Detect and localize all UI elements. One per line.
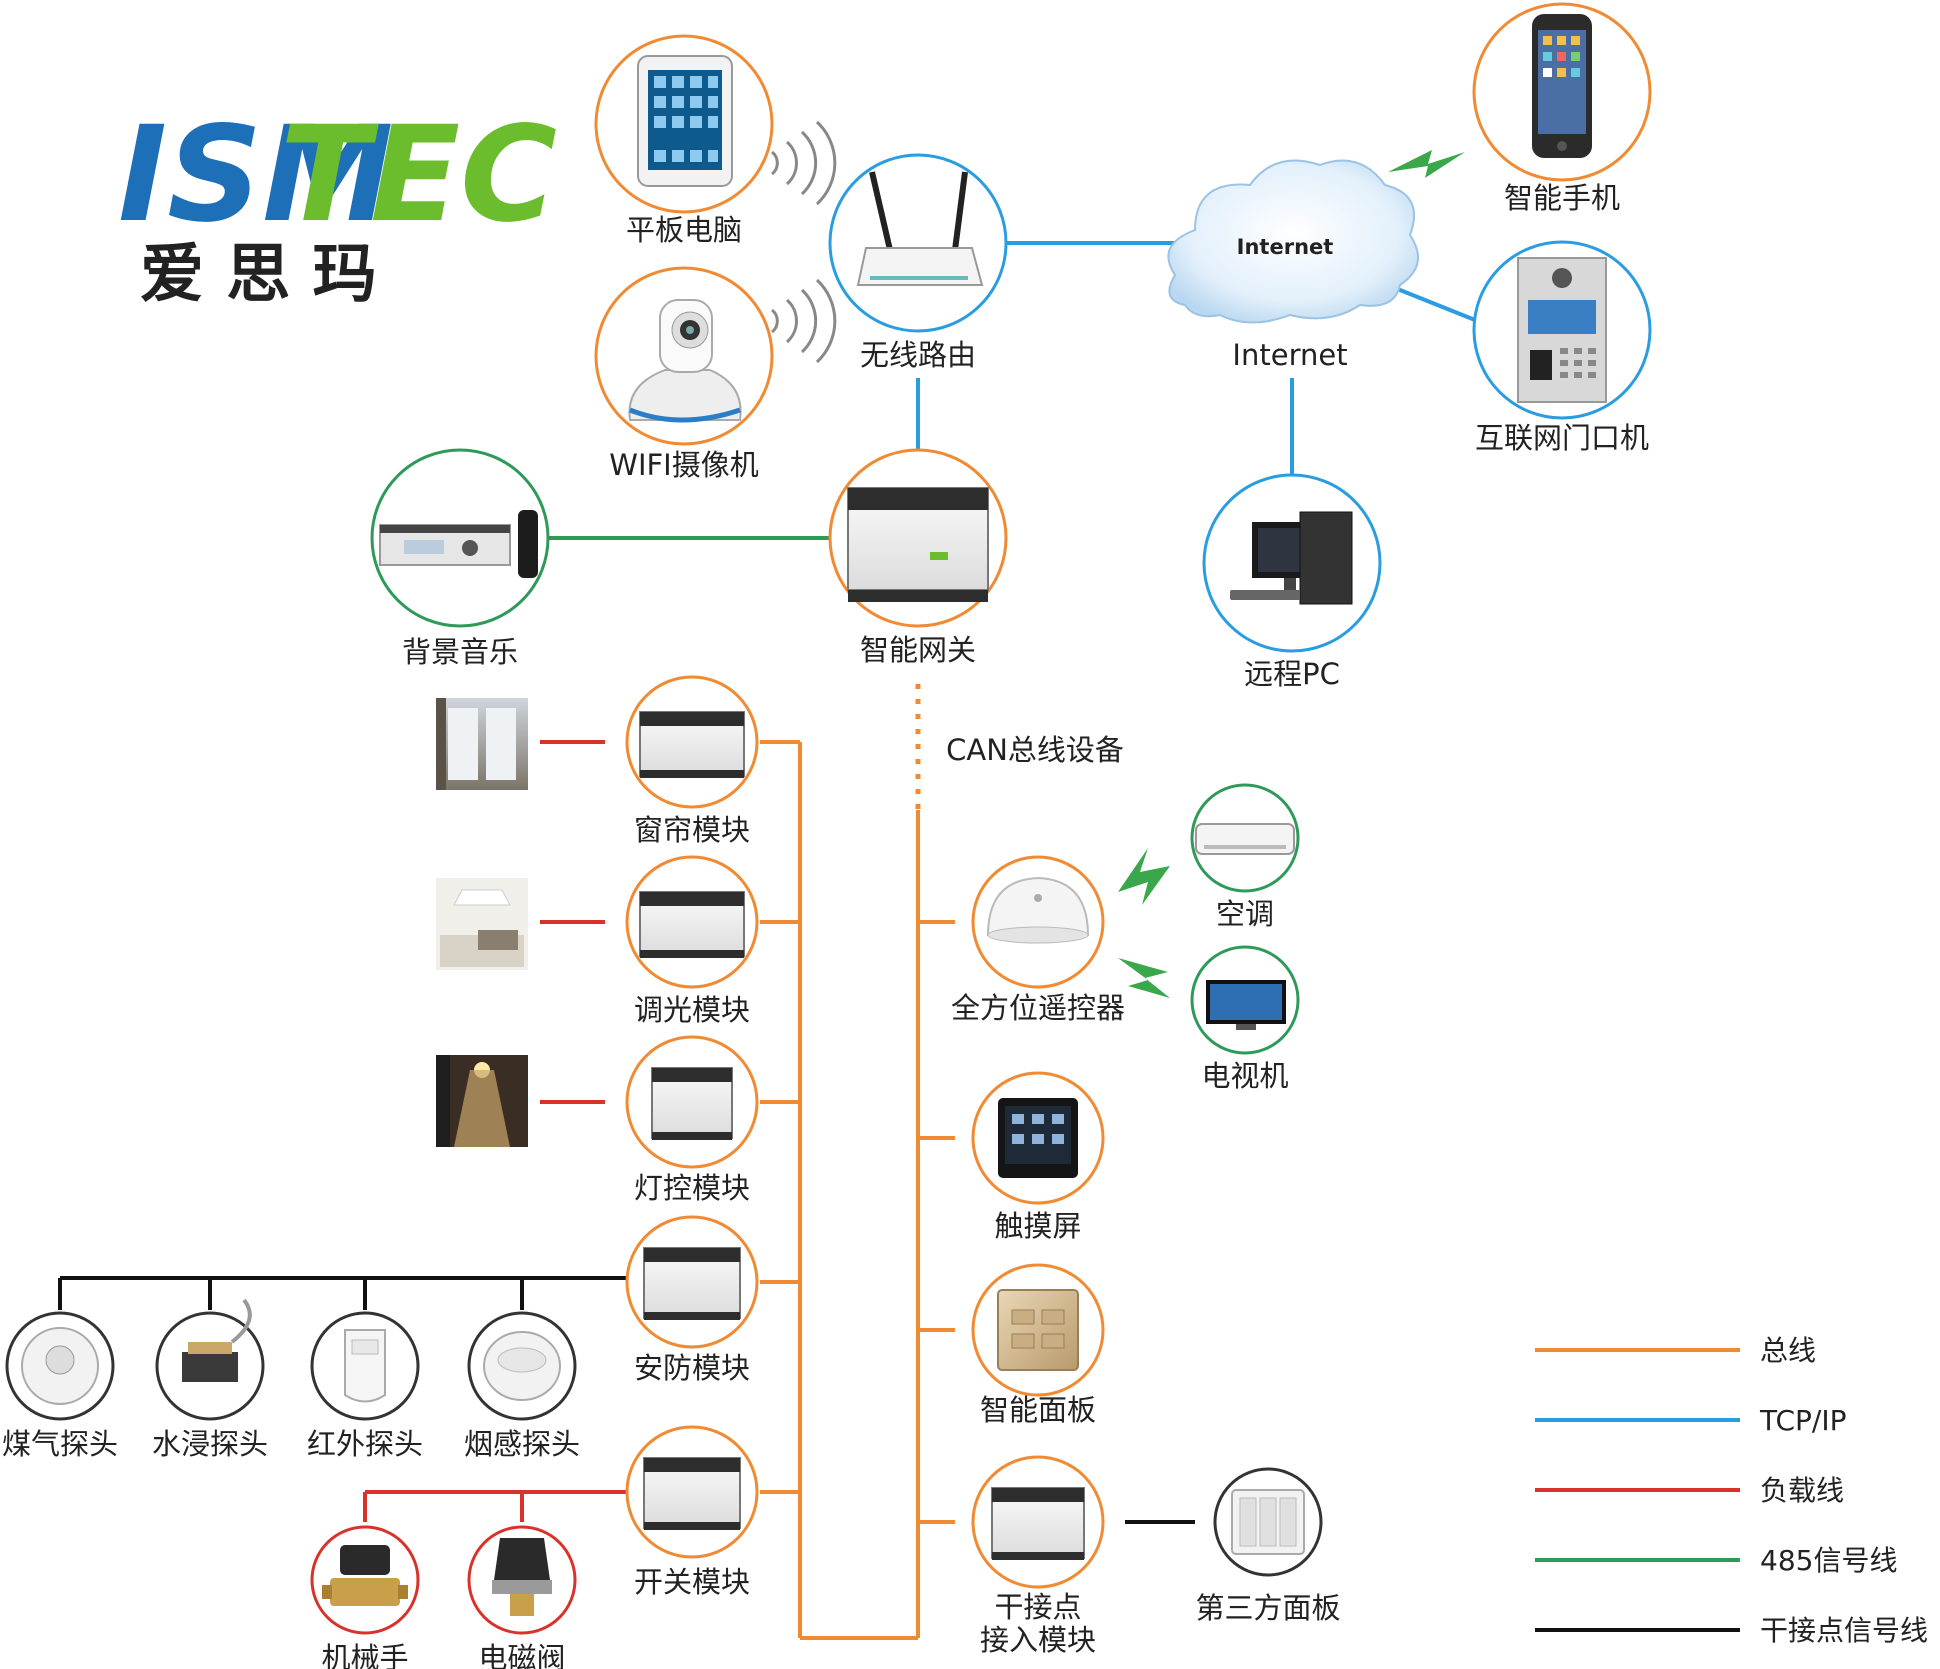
water-sensor-icon [182, 1352, 238, 1382]
curtain-scene-photo [436, 698, 528, 790]
logo-tec: TEC [280, 98, 557, 252]
legend-label-load: 负载线 [1760, 1474, 1844, 1507]
manipulator-label: 机械手 [321, 1641, 408, 1669]
smoke-sensor-label: 烟感探头 [464, 1427, 580, 1461]
third-panel-label: 第三方面板 [1195, 1591, 1340, 1625]
remote-icon [986, 876, 1090, 936]
panel-label: 智能面板 [980, 1393, 1096, 1427]
can-bus-label: CAN总线设备 [946, 733, 1124, 767]
internet-doorphone-line [1394, 286, 1476, 322]
wifi-camera-node: WIFI摄像机 [594, 266, 774, 482]
dimmer-module-label: 调光模块 [634, 993, 750, 1027]
dry-contact-label-line2: 接入模块 [980, 1623, 1096, 1657]
ac-icon [1195, 823, 1295, 855]
signal-bolt-ac [1118, 848, 1170, 905]
tablet-node: 平板电脑 [594, 34, 774, 247]
gas-sensor-label: 煤气探头 [2, 1427, 118, 1461]
manipulator-icon [340, 1545, 390, 1575]
gas-sensor-node: 煤气探头 [2, 1311, 118, 1461]
third-party-panel-node: 第三方面板 [1195, 1467, 1341, 1625]
door-phone-node: 互联网门口机 [1472, 240, 1652, 455]
remote-label: 全方位遥控器 [951, 991, 1125, 1025]
smart-panel-icon [997, 1289, 1079, 1371]
light-module-node: 灯控模块 [625, 1035, 759, 1205]
touch-screen-node: 触摸屏 [971, 1071, 1105, 1243]
legend-label-tcp: TCP/IP [1759, 1404, 1846, 1437]
internet-label: Internet [1232, 338, 1347, 372]
tablet-label: 平板电脑 [626, 213, 742, 247]
remote-pc-node: 远程PC [1202, 473, 1382, 691]
legend-label-bus: 总线 [1760, 1334, 1816, 1367]
security-module-label: 安防模块 [634, 1351, 750, 1385]
tv-node: 电视机 [1190, 945, 1300, 1093]
phone-label: 智能手机 [1504, 181, 1620, 215]
solenoid-icon [494, 1538, 550, 1580]
dry-contact-label-line1: 干接点 [994, 1590, 1081, 1624]
curtain-module-label: 窗帘模块 [634, 813, 750, 847]
signal-bolt-phone [1388, 150, 1465, 178]
internet-cloud [1167, 159, 1419, 324]
gateway-label: 智能网关 [860, 633, 976, 667]
infrared-sensor-label: 红外探头 [307, 1427, 423, 1461]
switch-module-label: 开关模块 [634, 1565, 750, 1599]
dimmer-module-node: 调光模块 [625, 855, 759, 1027]
pc-label: 远程PC [1244, 657, 1340, 691]
ac-label: 空调 [1216, 897, 1274, 931]
switch-module-node: 开关模块 [625, 1425, 759, 1599]
logo-chinese: 爱 思 玛 [140, 238, 377, 312]
smartphone-node: 智能手机 [1472, 2, 1652, 215]
manipulator-node: 机械手 [310, 1525, 420, 1669]
camera-label: WIFI摄像机 [609, 448, 758, 482]
cloud-label: Internet [1237, 235, 1334, 259]
wifi-signal-camera [770, 278, 837, 364]
music-label: 背景音乐 [402, 635, 518, 669]
ac-node: 空调 [1190, 783, 1300, 931]
gateway-node: 智能网关 [828, 448, 1008, 667]
legend-label-485: 485信号线 [1760, 1544, 1897, 1577]
light-module-label: 灯控模块 [634, 1171, 750, 1205]
smoke-sensor-node: 烟感探头 [464, 1311, 580, 1461]
doorphone-label: 互联网门口机 [1475, 421, 1649, 455]
dimmer-scene-photo [436, 878, 528, 970]
internet-node: Internet Internet [1167, 159, 1419, 372]
water-sensor-node: 水浸探头 [152, 1298, 268, 1461]
router-circle [828, 153, 1008, 333]
router-node: 无线路由 [828, 153, 1008, 372]
water-sensor-label: 水浸探头 [152, 1427, 268, 1461]
signal-bolt-tv [1118, 958, 1170, 998]
light-scene-photo [436, 1055, 528, 1147]
remote-controller-node: 全方位遥控器 [951, 855, 1125, 1025]
legend: 总线 TCP/IP 负载线 485信号线 干接点信号线 [1535, 1334, 1928, 1647]
background-music-node: 背景音乐 [370, 448, 550, 669]
security-module-node: 安防模块 [625, 1215, 759, 1385]
infrared-sensor-node: 红外探头 [307, 1311, 423, 1461]
smart-panel-node: 智能面板 [971, 1263, 1105, 1427]
curtain-module-node: 窗帘模块 [625, 675, 759, 847]
solenoid-label: 电磁阀 [478, 1641, 565, 1669]
brand-logo: ISM TEC 爱 思 玛 [118, 98, 557, 312]
legend-label-dry: 干接点信号线 [1760, 1614, 1928, 1647]
dry-contact-module-node: 干接点 接入模块 [971, 1455, 1105, 1657]
solenoid-node: 电磁阀 [467, 1525, 577, 1669]
wifi-signal-tablet [770, 120, 837, 206]
tv-label: 电视机 [1201, 1059, 1288, 1093]
connection-lines [58, 241, 1476, 1640]
logo-ism: ISM [118, 98, 394, 252]
router-label: 无线路由 [860, 338, 976, 372]
touch-label: 触摸屏 [994, 1209, 1081, 1243]
router-icon [856, 247, 984, 286]
